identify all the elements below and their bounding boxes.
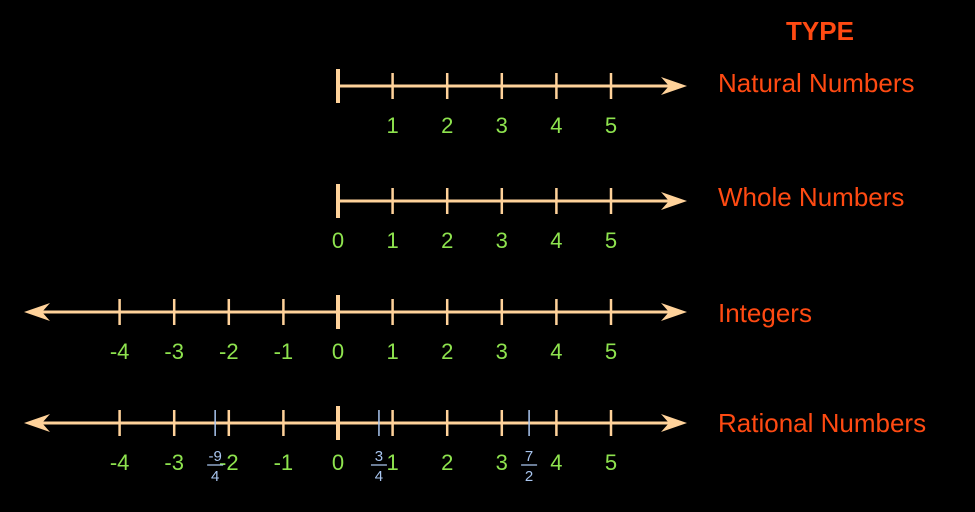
fraction-numerator-rational-1: 3 <box>375 448 383 465</box>
tick-label-rational-5: 1 <box>386 450 398 475</box>
tick-label-integers-6: 2 <box>441 339 453 364</box>
tick-label-whole-4: 4 <box>550 228 562 253</box>
tick-label-integers-8: 4 <box>550 339 562 364</box>
fraction-denominator-rational-1: 4 <box>375 468 383 485</box>
tick-label-rational-3: -1 <box>274 450 294 475</box>
left-arrow-integers <box>24 303 50 321</box>
right-arrow-whole <box>661 192 687 210</box>
left-arrow-rational <box>24 414 50 432</box>
tick-label-natural-3: 4 <box>550 113 562 138</box>
tick-label-natural-2: 3 <box>496 113 508 138</box>
fraction-denominator-rational-0: 4 <box>211 468 219 485</box>
tick-label-rational-1: -3 <box>164 450 184 475</box>
tick-label-integers-5: 1 <box>386 339 398 364</box>
tick-label-integers-9: 5 <box>605 339 617 364</box>
tick-label-integers-7: 3 <box>496 339 508 364</box>
tick-label-rational-0: -4 <box>110 450 130 475</box>
type-label-natural: Natural Numbers <box>718 68 915 98</box>
tick-label-whole-1: 1 <box>386 228 398 253</box>
tick-label-rational-7: 3 <box>496 450 508 475</box>
type-label-integers: Integers <box>718 298 812 328</box>
tick-label-rational-8: 4 <box>550 450 562 475</box>
tick-label-whole-3: 3 <box>496 228 508 253</box>
tick-label-natural-4: 5 <box>605 113 617 138</box>
right-arrow-rational <box>661 414 687 432</box>
right-arrow-natural <box>661 77 687 95</box>
tick-label-integers-4: 0 <box>332 339 344 364</box>
tick-label-whole-0: 0 <box>332 228 344 253</box>
fraction-numerator-rational-2: 7 <box>525 448 533 465</box>
type-label-rational: Rational Numbers <box>718 408 927 438</box>
tick-label-rational-2: -2 <box>219 450 239 475</box>
tick-label-integers-3: -1 <box>274 339 294 364</box>
fraction-denominator-rational-2: 2 <box>525 468 533 485</box>
tick-label-natural-0: 1 <box>386 113 398 138</box>
tick-label-rational-9: 5 <box>605 450 617 475</box>
tick-label-natural-1: 2 <box>441 113 453 138</box>
type-header: TYPE <box>786 16 854 46</box>
tick-label-integers-2: -2 <box>219 339 239 364</box>
tick-label-whole-2: 2 <box>441 228 453 253</box>
tick-label-rational-4: 0 <box>332 450 344 475</box>
tick-label-integers-0: -4 <box>110 339 130 364</box>
right-arrow-integers <box>661 303 687 321</box>
fraction-numerator-rational-0: -9 <box>208 448 221 465</box>
tick-label-rational-6: 2 <box>441 450 453 475</box>
tick-label-whole-5: 5 <box>605 228 617 253</box>
tick-label-integers-1: -3 <box>164 339 184 364</box>
type-label-whole: Whole Numbers <box>718 182 905 212</box>
